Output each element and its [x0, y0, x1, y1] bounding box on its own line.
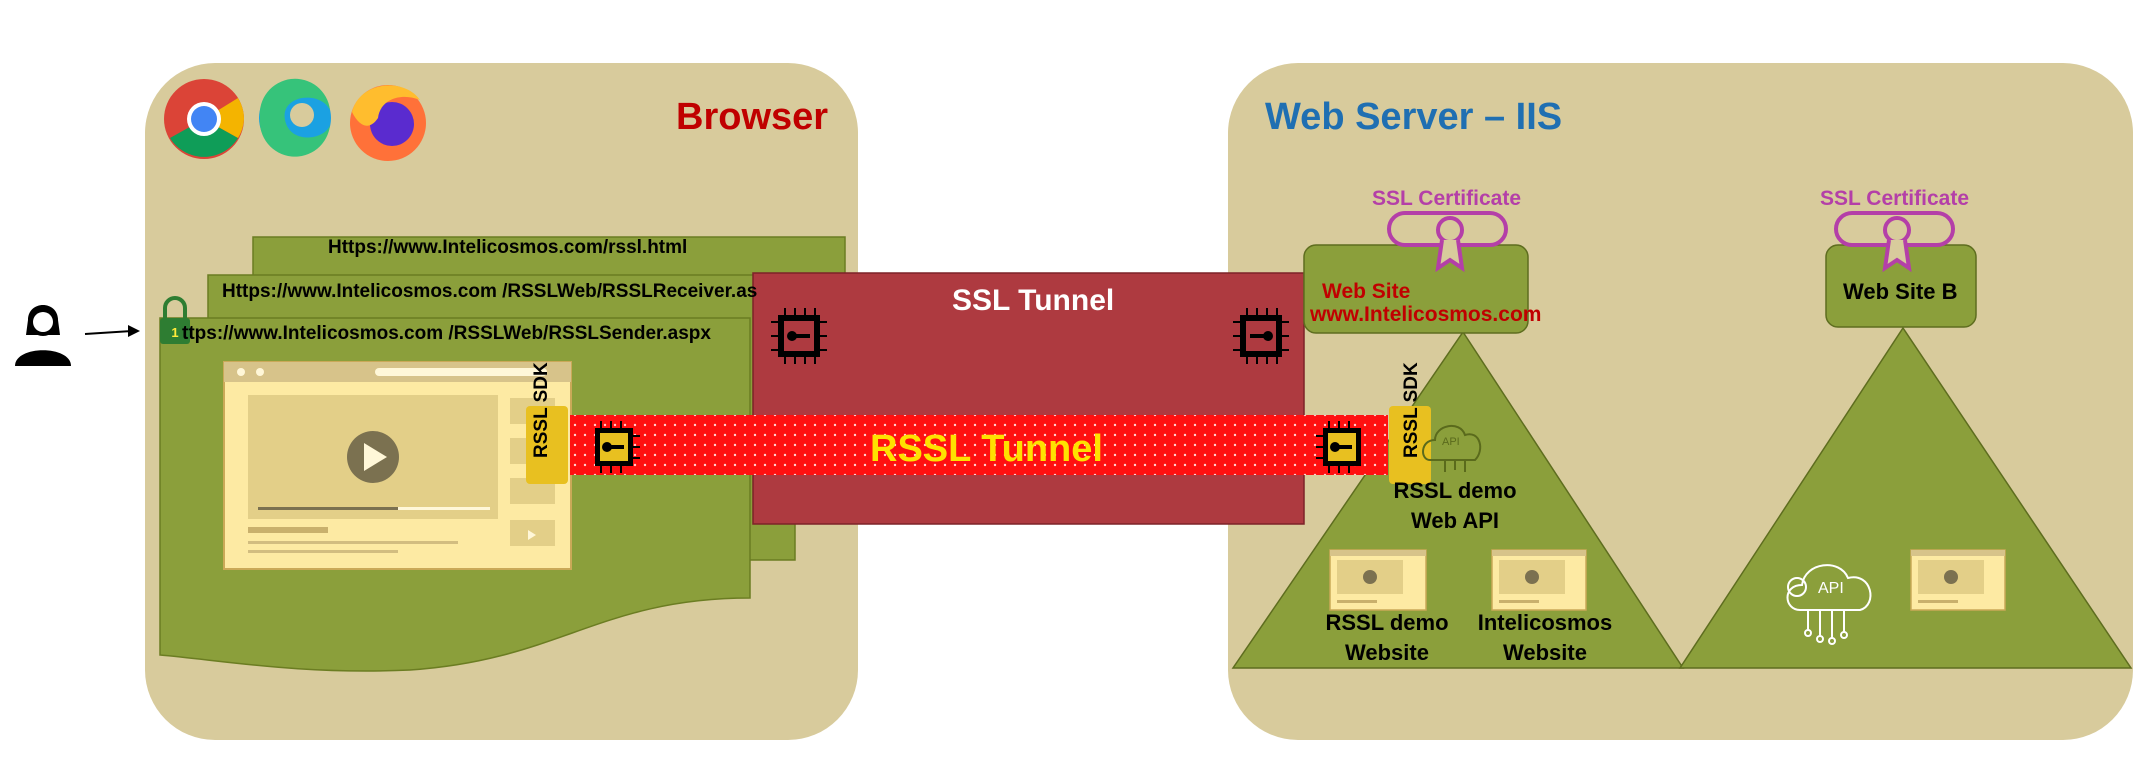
arrow-icon [84, 325, 140, 337]
certificate-icon [1834, 211, 1955, 273]
web-api-label: RSSL demo Web API [1393, 478, 1517, 533]
browser-title: Browser [676, 96, 829, 138]
chip-key-icon [771, 308, 827, 364]
sdk-block-browser [526, 406, 568, 484]
firefox-icon [350, 85, 426, 161]
ssl-certificate-label: SSL Certificate [1372, 187, 1521, 210]
user-icon [15, 305, 71, 366]
url-rssl-html: Https://www.Intelicosmos.com/rssl.html [328, 237, 688, 258]
website-b-triangle [1678, 326, 2133, 669]
sdk-label-browser: RSSL SDK [531, 362, 552, 458]
website-thumbnail [1491, 549, 1587, 611]
edge-icon [259, 78, 331, 157]
website-url: www.Intelicosmos.com [1310, 303, 1542, 326]
url-rssl-sender: ttps://www.Intelicosmos.com /RSSLWeb/RSS… [182, 323, 711, 344]
url-rssl-receiver: Https://www.Intelicosmos.com /RSSLWeb/RS… [222, 281, 758, 302]
sdk-label-server: RSSL SDK [1401, 362, 1422, 458]
chip-key-icon [595, 421, 640, 473]
website-b-label: Web Site B [1843, 279, 1958, 304]
chip-key-icon [1316, 421, 1361, 473]
certificate-icon [1387, 211, 1508, 273]
demo-website-label: RSSL demo Website [1325, 610, 1449, 665]
video-player-thumbnail [223, 361, 572, 570]
chrome-icon [164, 79, 244, 159]
sdk-block-server [1389, 406, 1431, 484]
website-thumbnail [1329, 549, 1427, 611]
website-label: Web Site [1322, 280, 1411, 303]
api-cloud-icon: API [1786, 564, 1872, 645]
ssl-tunnel-label: SSL Tunnel [952, 284, 1115, 317]
ssl-certificate-label: SSL Certificate [1820, 187, 1969, 210]
chip-key-icon [1233, 308, 1289, 364]
rssl-tunnel-bar [570, 415, 1388, 475]
server-title: Web Server – IIS [1265, 96, 1563, 138]
api-cloud-icon: API [1422, 425, 1482, 472]
rssl-tunnel-label: RSSL Tunnel [870, 428, 1103, 470]
intelicosmos-website-label: Intelicosmos Website [1477, 610, 1613, 665]
lock-icon: 1 [160, 296, 190, 344]
ssl-tunnel-box [752, 272, 1305, 525]
svg-text:API: API [1818, 580, 1844, 597]
svg-text:1: 1 [171, 325, 178, 340]
svg-text:API: API [1442, 436, 1460, 448]
website-thumbnail [1910, 549, 2006, 611]
